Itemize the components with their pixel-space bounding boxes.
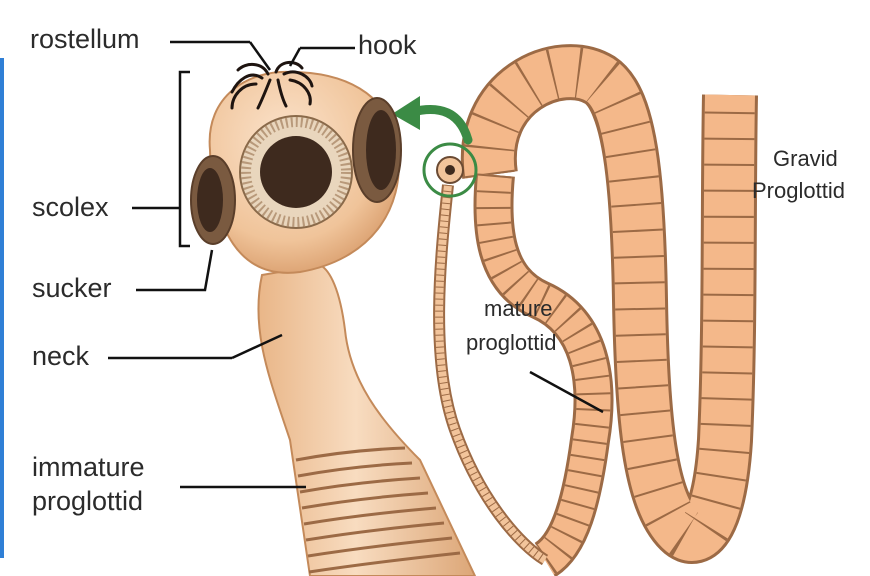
label-mature-line1: mature	[484, 296, 552, 321]
label-sucker: sucker	[32, 273, 112, 304]
label-immature-line1: immature	[32, 452, 145, 483]
label-rostellum: rostellum	[30, 24, 140, 55]
label-neck: neck	[32, 341, 89, 372]
label-gravid-line2: Proglottid	[752, 178, 845, 203]
label-hook: hook	[358, 30, 417, 61]
label-mature-line2: proglottid	[466, 330, 557, 355]
label-immature-line2: proglottid	[32, 486, 143, 517]
strobila	[424, 72, 730, 560]
scolex-head	[191, 62, 401, 272]
curved-arrow-icon	[392, 96, 468, 140]
label-gravid-line1: Gravid	[773, 146, 838, 171]
label-scolex: scolex	[32, 192, 109, 223]
